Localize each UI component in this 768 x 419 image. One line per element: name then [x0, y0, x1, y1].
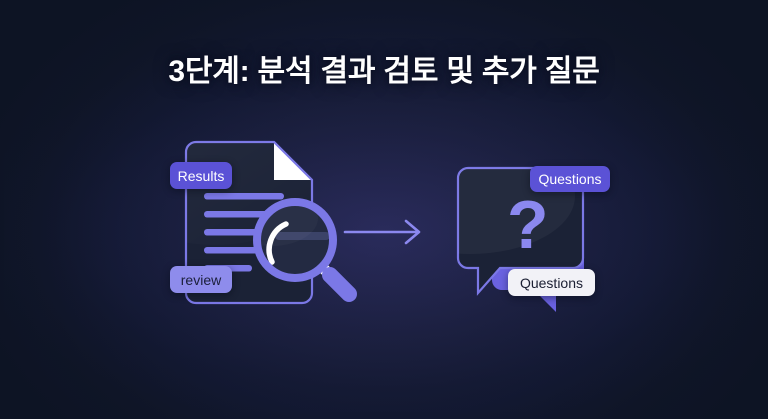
question-bubble-front: ? — [456, 166, 585, 296]
badge-questions-top: Questions — [530, 166, 610, 192]
magnifier-arc — [266, 221, 289, 265]
arrow-head-icon — [404, 219, 421, 245]
badge-questions-bottom: Questions — [508, 269, 595, 296]
page-title: 3단계: 분석 결과 검토 및 추가 질문 — [168, 55, 600, 88]
question-mark-icon: ? — [507, 187, 549, 263]
badge-review: review — [170, 266, 232, 293]
magnifying-glass — [253, 198, 357, 302]
document-text-lines — [204, 193, 284, 272]
magnifier-ring — [253, 198, 337, 282]
flow-arrow-right — [343, 219, 421, 245]
badge-results: Results — [170, 162, 232, 189]
magnifier-handle — [322, 267, 357, 302]
